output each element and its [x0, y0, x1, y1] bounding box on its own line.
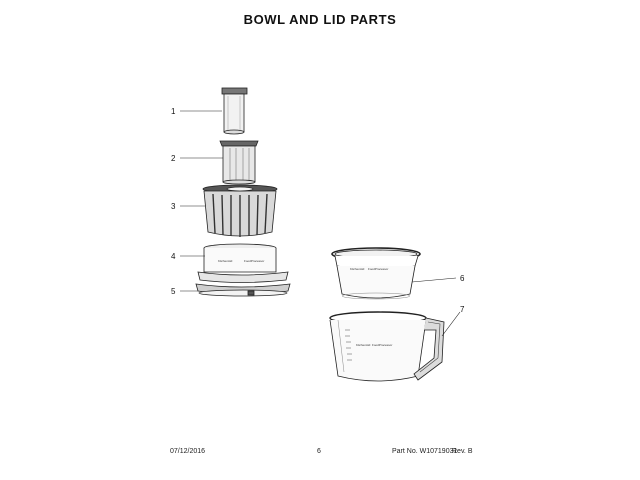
page-title: BOWL AND LID PARTS	[243, 12, 397, 27]
footer-revision: Rev. B	[452, 448, 473, 455]
callout-5: 5	[171, 287, 176, 296]
processor-lid: KitchenAid FoodProcessor	[197, 243, 289, 283]
lid-seal-ring	[195, 283, 291, 297]
small-food-pusher	[221, 87, 248, 135]
lid-model-text: FoodProcessor	[244, 259, 264, 263]
medium-food-pusher	[219, 140, 259, 185]
footer-page-number: 6	[317, 448, 321, 455]
mini-bowl-brand-text: KitchenAid	[350, 267, 365, 271]
callout-2: 2	[171, 154, 176, 163]
footer-part-number: Part No. W10719031	[392, 448, 458, 455]
footer-date: 07/12/2016	[170, 448, 206, 455]
large-food-pusher	[202, 184, 278, 237]
callout-7: 7	[460, 305, 465, 314]
work-bowl: KitchenAid FoodProcessor	[329, 311, 445, 382]
leader-lines	[180, 110, 461, 337]
callout-1: 1	[171, 107, 176, 116]
work-bowl-model-text: FoodProcessor	[372, 343, 392, 347]
callout-3: 3	[171, 202, 176, 211]
work-bowl-brand-text: KitchenAid	[356, 343, 371, 347]
lid-brand-text: KitchenAid	[218, 259, 233, 263]
callout-4: 4	[171, 252, 176, 261]
mini-bowl-model-text: FoodProcessor	[368, 267, 388, 271]
callout-6: 6	[460, 274, 465, 283]
mini-bowl: KitchenAid FoodProcessor	[331, 247, 421, 300]
